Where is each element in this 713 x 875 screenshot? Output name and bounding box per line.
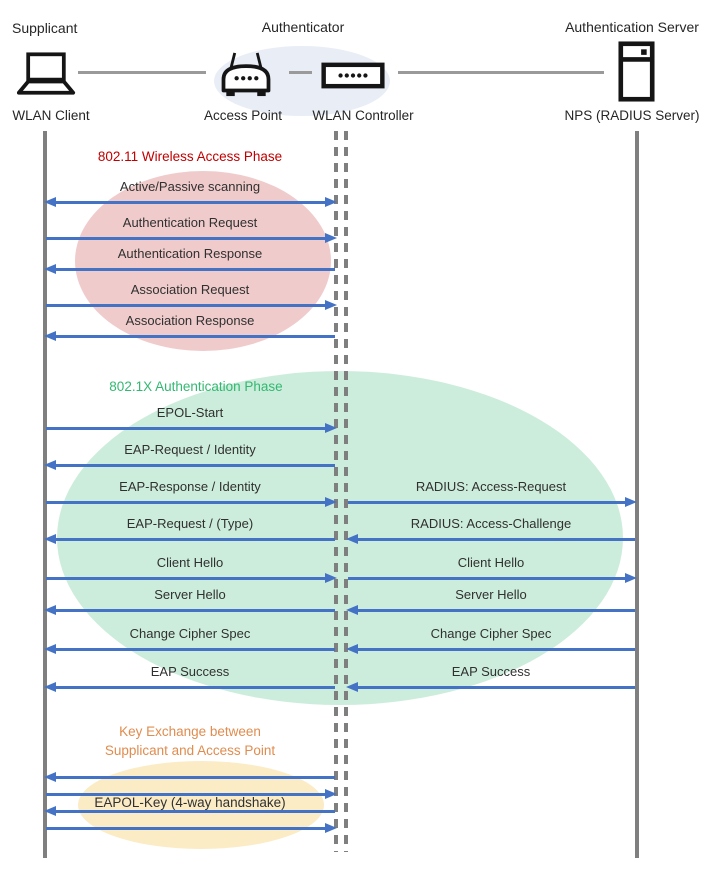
message-arrow-arrow xyxy=(46,788,337,800)
message-label-eap-success: EAP Success xyxy=(150,664,230,679)
message-arrow-eap-request-identity xyxy=(44,459,335,471)
message-arrow-change-cipher-spec xyxy=(346,643,635,655)
message-arrow-eap-response-identity xyxy=(46,496,337,508)
message-label-authentication-request: Authentication Request xyxy=(122,215,258,230)
message-label-eap-request-identity: EAP-Request / Identity xyxy=(124,442,256,457)
role-authentication-server: Authentication Server xyxy=(565,19,699,35)
message-label-change-cipher-spec: Change Cipher Spec xyxy=(430,626,552,641)
message-arrow-change-cipher-spec xyxy=(44,643,335,655)
message-arrow-association-request xyxy=(46,299,337,311)
message-arrow-radius-access-request xyxy=(348,496,637,508)
phase-ellipse-keyexchange xyxy=(78,761,324,849)
message-label-eap-success: EAP Success xyxy=(451,664,531,679)
message-label-eap-response-identity: EAP-Response / Identity xyxy=(119,479,261,494)
message-arrow-active-passive-scanning xyxy=(44,196,337,208)
server-icon xyxy=(618,41,655,102)
message-arrow-authentication-response xyxy=(44,263,335,275)
message-label-active-passive-scanning: Active/Passive scanning xyxy=(119,179,261,194)
laptop-icon xyxy=(16,51,76,97)
actor-wlan-controller: WLAN Controller xyxy=(312,108,414,123)
access-point-icon xyxy=(216,50,276,99)
message-label-association-response: Association Response xyxy=(125,313,255,328)
message-label-radius-access-request: RADIUS: Access-Request xyxy=(415,479,567,494)
message-label-client-hello: Client Hello xyxy=(457,555,525,570)
message-arrow-radius-access-challenge xyxy=(346,533,635,545)
message-arrow-eap-success xyxy=(44,681,335,693)
lifeline-wlan-client xyxy=(43,131,47,858)
message-label-association-request: Association Request xyxy=(130,282,250,297)
connector-dash xyxy=(289,71,312,74)
message-arrow-epol-start xyxy=(46,422,337,434)
message-label-authentication-response: Authentication Response xyxy=(117,246,263,261)
message-arrow-arrow xyxy=(44,805,335,817)
message-arrow-authentication-request xyxy=(46,232,337,244)
message-arrow-eap-request-type xyxy=(44,533,335,545)
role-supplicant: Supplicant xyxy=(12,20,78,36)
message-label-server-hello: Server Hello xyxy=(154,587,226,602)
lifeline-wlan-controller-right xyxy=(344,131,348,852)
message-label-client-hello: Client Hello xyxy=(156,555,224,570)
message-label-eap-request-type: EAP-Request / (Type) xyxy=(126,516,254,531)
message-arrow-client-hello xyxy=(348,572,637,584)
message-arrow-arrow xyxy=(44,771,335,783)
message-arrow-association-response xyxy=(44,330,335,342)
message-label-change-cipher-spec: Change Cipher Spec xyxy=(129,626,251,641)
phase-title-8021x: 802.1X Authentication Phase xyxy=(109,379,283,394)
connector-line xyxy=(78,71,206,74)
message-label-epol-start: EPOL-Start xyxy=(156,405,224,420)
message-label-radius-access-challenge: RADIUS: Access-Challenge xyxy=(410,516,572,531)
connector-line xyxy=(398,71,604,74)
floating-label-eapol-key-4-way-handshake: EAPOL-Key (4-way handshake) xyxy=(94,795,286,810)
message-arrow-arrow xyxy=(46,822,337,834)
phase-title-80211: 802.11 Wireless Access Phase xyxy=(97,149,283,164)
message-arrow-eap-success xyxy=(346,681,635,693)
lifeline-nps-server xyxy=(635,131,639,858)
wlan-controller-icon xyxy=(321,62,385,89)
lifeline-wlan-controller-left xyxy=(334,131,338,852)
phase-title-keyexchange: Key Exchange between Supplicant and Acce… xyxy=(104,724,276,758)
actor-wlan-client: WLAN Client xyxy=(12,108,90,123)
message-label-server-hello: Server Hello xyxy=(455,587,527,602)
message-arrow-client-hello xyxy=(46,572,337,584)
actor-access-point: Access Point xyxy=(203,108,283,123)
actor-nps-radius-server: NPS (RADIUS Server) xyxy=(564,108,700,123)
message-arrow-server-hello xyxy=(346,604,635,616)
role-authenticator: Authenticator xyxy=(261,19,345,35)
message-arrow-server-hello xyxy=(44,604,335,616)
